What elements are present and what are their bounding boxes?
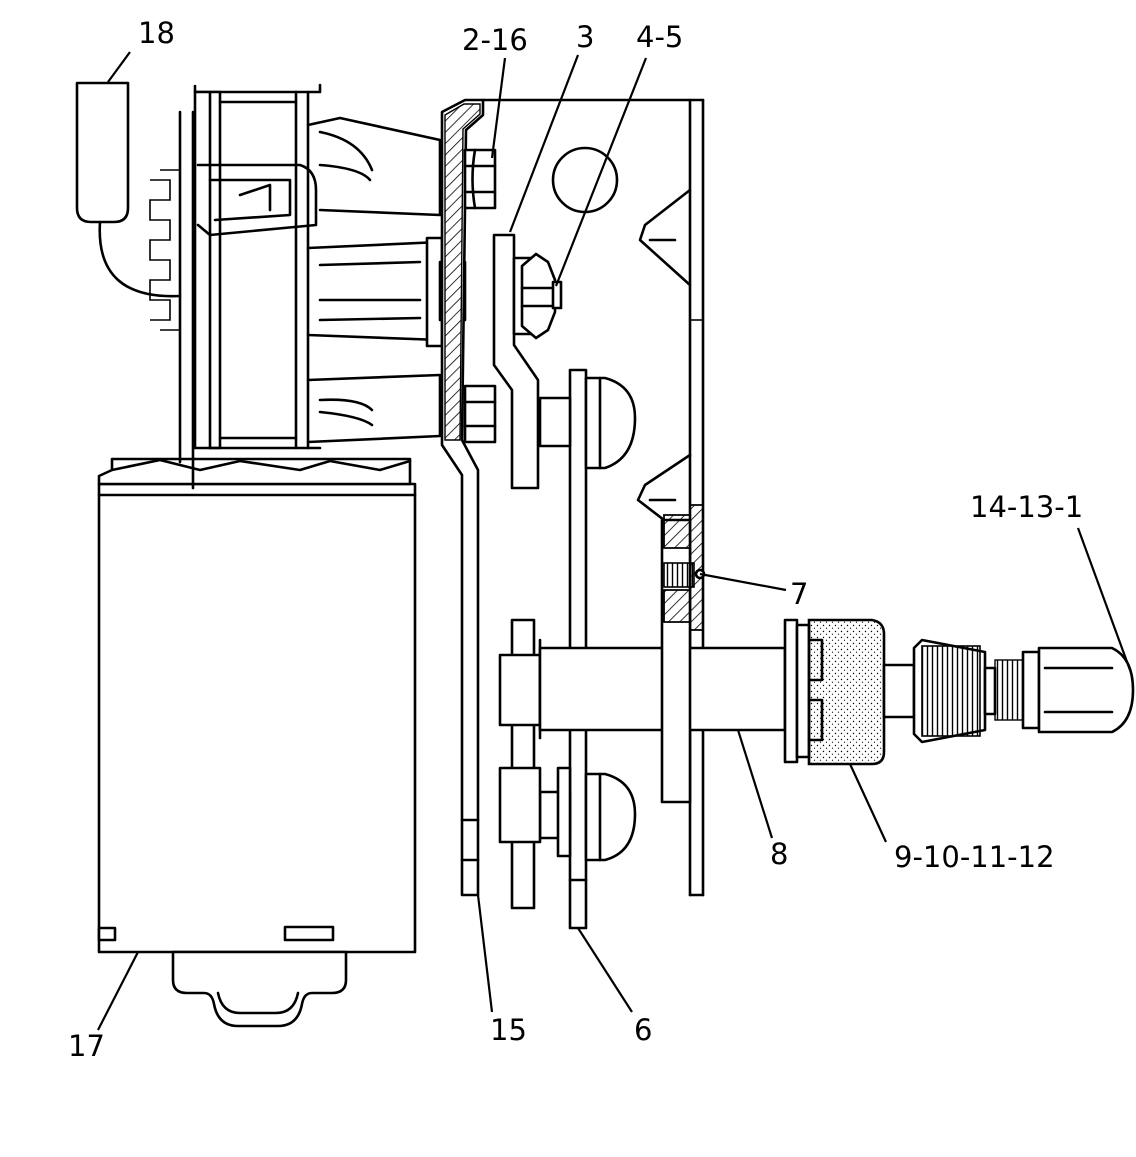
connector-18 xyxy=(75,81,182,331)
callout-17: 17 xyxy=(68,1029,105,1063)
callout-7: 7 xyxy=(790,577,808,611)
crank-arm-3 xyxy=(492,233,563,490)
lower-crank xyxy=(498,618,542,910)
mounting-plate-15 xyxy=(440,98,485,897)
leader-lines xyxy=(97,51,1132,1031)
callout-8: 8 xyxy=(770,837,788,871)
nut-upper xyxy=(463,148,497,210)
callout-15: 15 xyxy=(490,1013,527,1047)
callout-2-16: 2-16 xyxy=(462,23,528,57)
callout-4-5: 4-5 xyxy=(636,20,683,54)
callout-6: 6 xyxy=(634,1013,652,1047)
callout-3: 3 xyxy=(576,20,594,54)
motor-body xyxy=(97,482,417,1028)
shaft-8 xyxy=(538,504,787,804)
callout-9-10-11-12: 9-10-11-12 xyxy=(894,840,1055,874)
nut-lower xyxy=(463,384,497,444)
callout-18: 18 xyxy=(138,16,175,50)
cap-assembly-9-12 xyxy=(783,618,886,766)
nut-assembly-14-13-1 xyxy=(882,638,1135,744)
gearbox-housing xyxy=(97,83,467,490)
callout-14-13-1: 14-13-1 xyxy=(970,490,1083,524)
